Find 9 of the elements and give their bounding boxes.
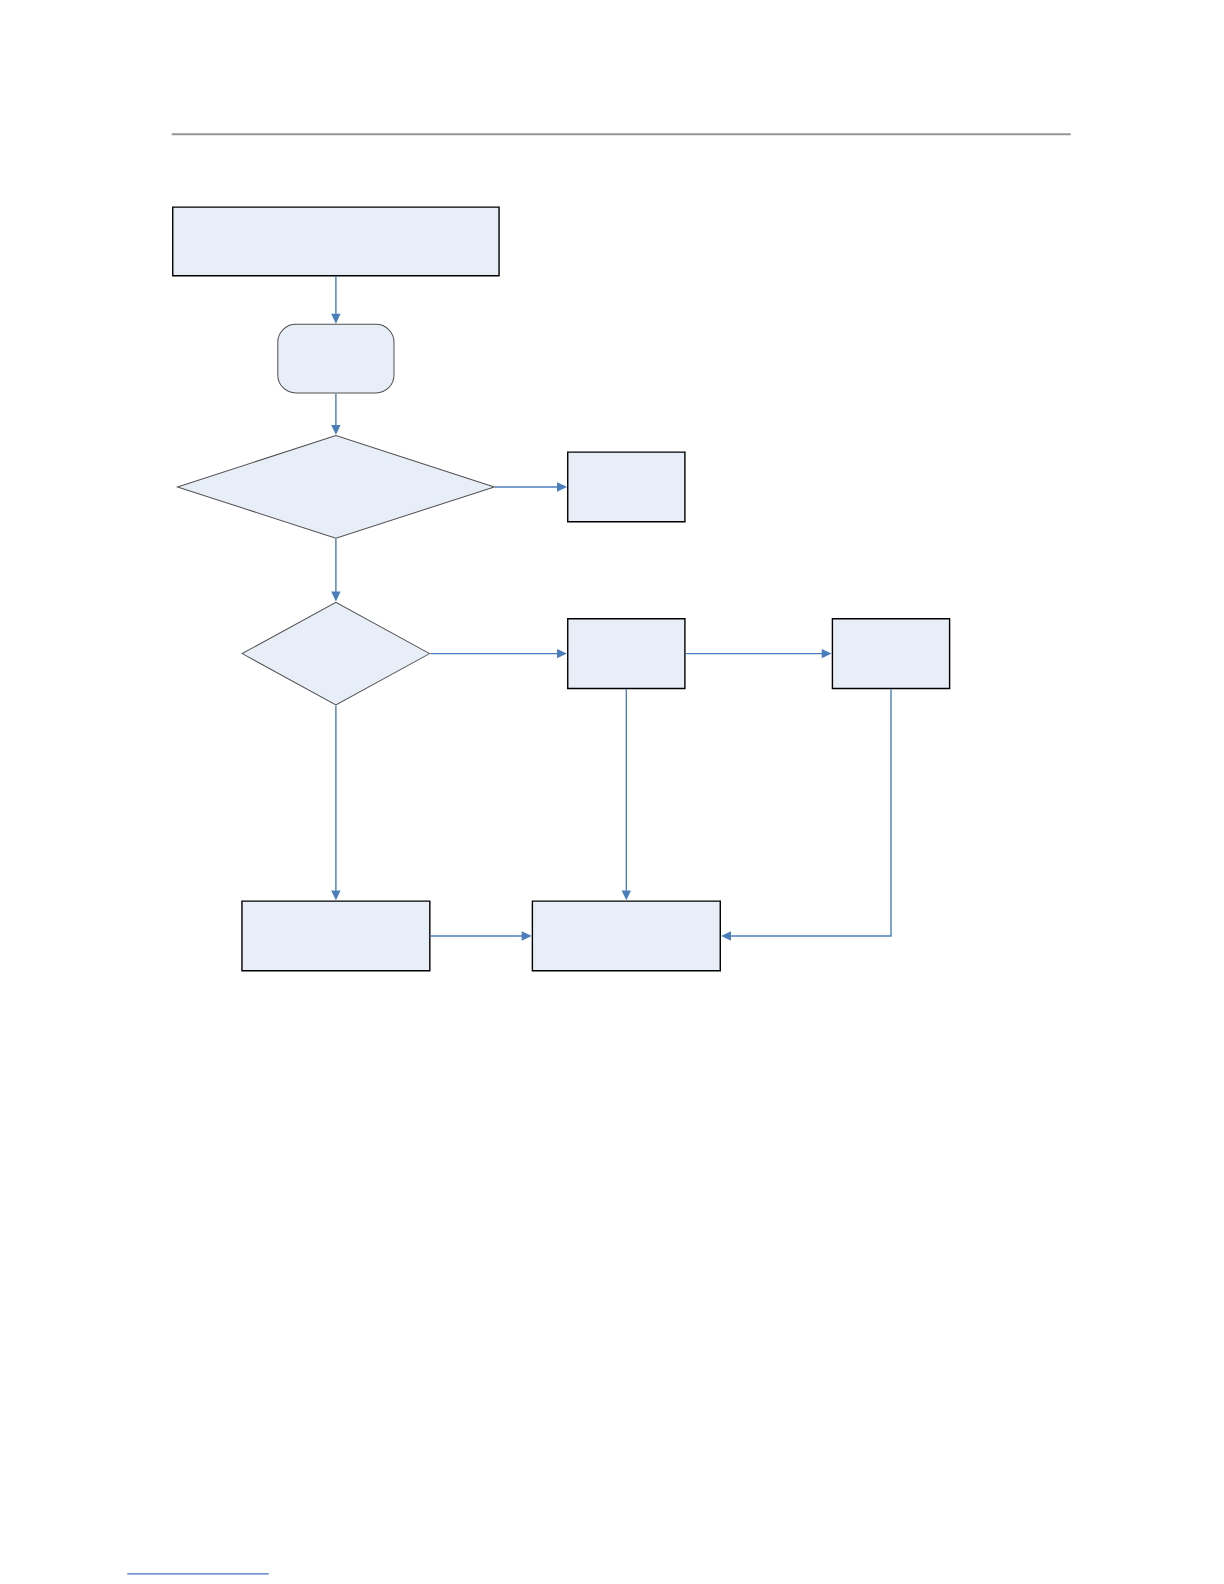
process-box [531,900,721,972]
process-box [241,900,431,972]
process-box [566,618,686,690]
decision-diamond [176,435,495,539]
process-box [171,206,500,277]
decision-diamond [241,601,430,706]
rounded-box [277,323,395,394]
process-box [831,618,951,690]
process-box [566,451,686,523]
